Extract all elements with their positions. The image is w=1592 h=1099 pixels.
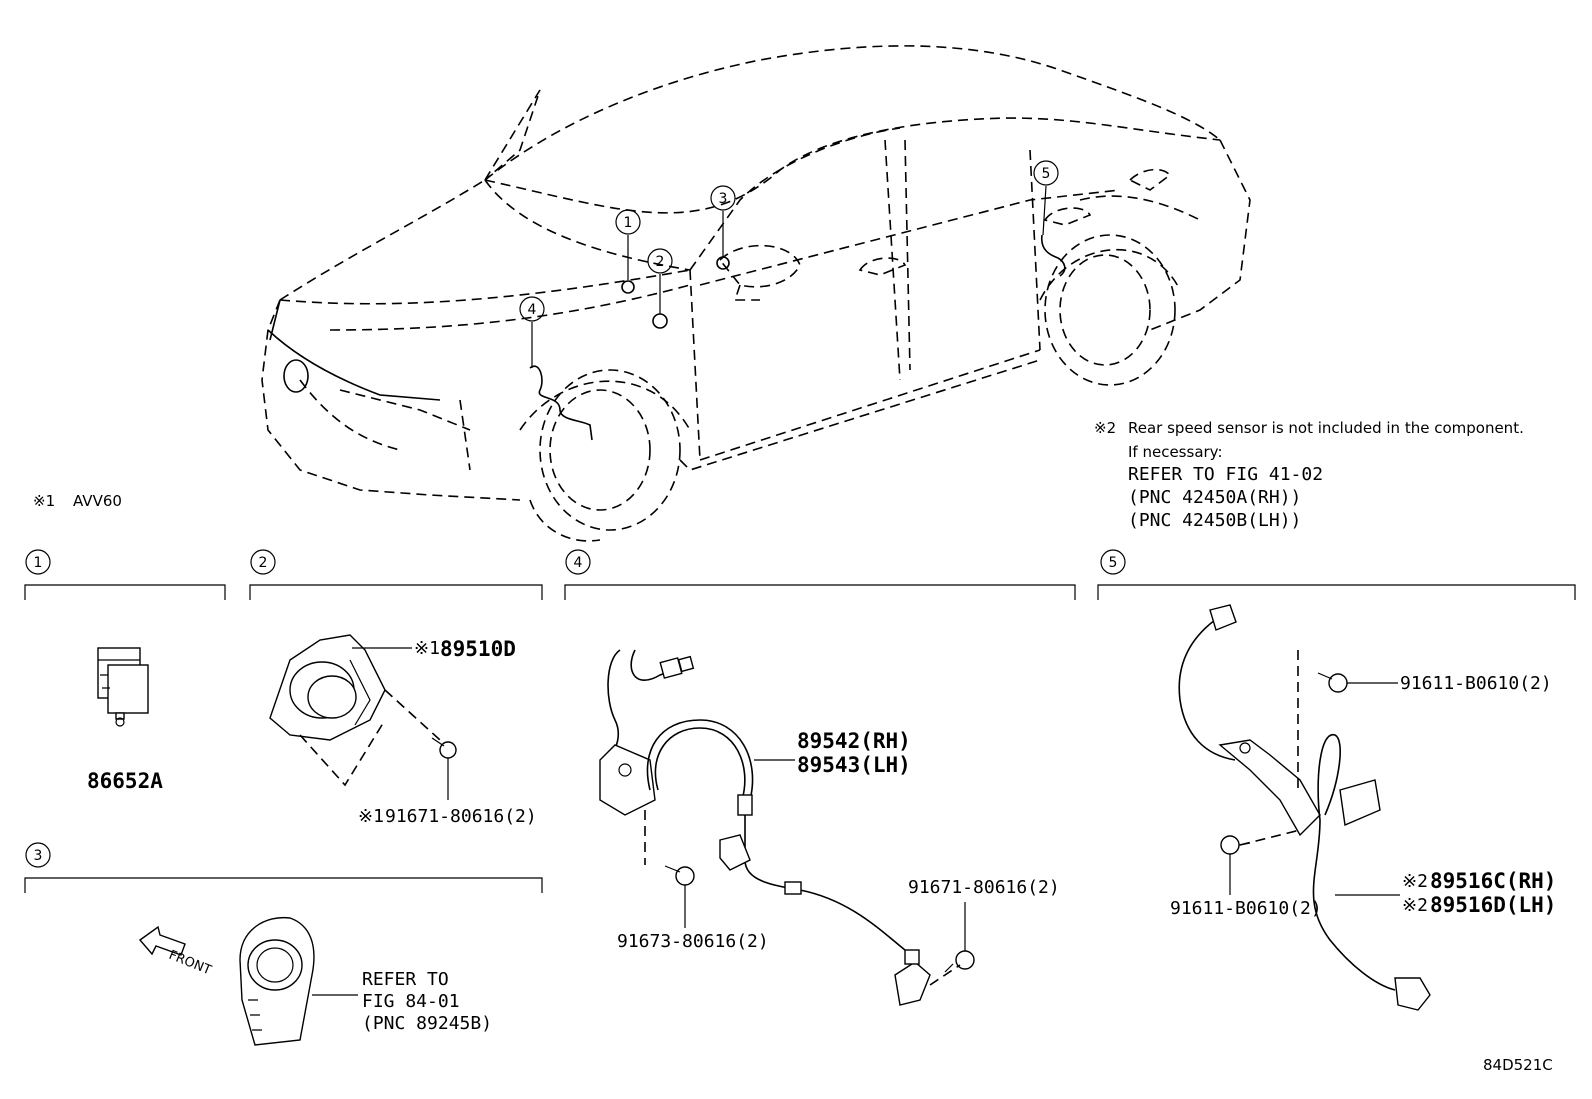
note-2-line-3: REFER TO FIG 41-02 — [1128, 464, 1323, 485]
car-illustration: 1 2 3 4 5 — [261, 45, 1251, 542]
callout-4-label: 4 — [528, 302, 537, 318]
note-2-mark: ※2 — [1094, 419, 1116, 437]
section-5-part-rh: 89516C(RH) — [1430, 869, 1556, 893]
note-1-mark: ※1 — [33, 492, 55, 510]
note-2-line-4: (PNC 42450A(RH)) — [1128, 487, 1301, 508]
section-4-bolt-a: 91673-80616(2) — [617, 931, 769, 952]
section-5-mark-rh: ※2 — [1402, 871, 1428, 892]
figure-code: 84D521C — [1483, 1056, 1553, 1074]
front-direction-label: FRONT — [167, 948, 214, 979]
callout-1-label: 1 — [624, 215, 633, 231]
section-3-ref-line-2: FIG 84-01 — [362, 991, 460, 1012]
note-1: ※1 AVV60 — [33, 492, 122, 510]
note-2: ※2 Rear speed sensor is not included in … — [1094, 419, 1524, 531]
callout-2-label: 2 — [656, 254, 665, 270]
section-5-part: 91611-B0610(2) 91611-B0610(2) ※2 89516C(… — [1170, 604, 1556, 1011]
section-headers: 1 2 4 5 3 — [24, 549, 1576, 893]
note-2-line-1: Rear speed sensor is not included in the… — [1128, 419, 1524, 437]
section-5-mark-lh: ※2 — [1402, 895, 1428, 916]
section-3-ref-line-3: (PNC 89245B) — [362, 1013, 492, 1034]
note-1-text: AVV60 — [73, 492, 122, 510]
front-arrow-icon — [138, 925, 186, 956]
section-2-part-mark: ※1 — [414, 638, 440, 659]
section-5-bolt-top: 91611-B0610(2) — [1400, 673, 1552, 694]
callout-3-label: 3 — [719, 191, 728, 207]
note-2-line-2: If necessary: — [1128, 443, 1223, 461]
section-2-bolt-number: 91671-80616(2) — [385, 806, 537, 827]
section-3-part: REFER TO FIG 84-01 (PNC 89245B) FRONT — [138, 916, 492, 1046]
section-2-bolt-mark: ※1 — [358, 806, 384, 827]
section-5-part-lh: 89516D(LH) — [1430, 893, 1556, 917]
section-4-part-lh: 89543(LH) — [797, 753, 911, 777]
callout-5-label: 5 — [1042, 166, 1051, 182]
section-2-part-number: 89510D — [440, 637, 516, 661]
section-1-number: 1 — [34, 555, 43, 571]
section-4-part: 91673-80616(2) 91671-80616(2) 89542(RH) … — [599, 649, 1060, 1006]
section-5-bolt-left: 91611-B0610(2) — [1170, 898, 1322, 919]
note-2-line-5: (PNC 42450B(LH)) — [1128, 510, 1301, 531]
section-4-bolt-b: 91671-80616(2) — [908, 877, 1060, 898]
section-3-ref-line-1: REFER TO — [362, 969, 449, 990]
section-5-number: 5 — [1109, 555, 1118, 571]
section-1-part: 86652A — [87, 647, 163, 793]
section-3-number: 3 — [34, 848, 43, 864]
section-2-part: ※1 89510D ※1 91671-80616(2) — [269, 634, 537, 827]
section-1-part-number: 86652A — [87, 769, 163, 793]
section-4-number: 4 — [574, 555, 583, 571]
section-4-part-rh: 89542(RH) — [797, 729, 911, 753]
section-2-number: 2 — [259, 555, 268, 571]
